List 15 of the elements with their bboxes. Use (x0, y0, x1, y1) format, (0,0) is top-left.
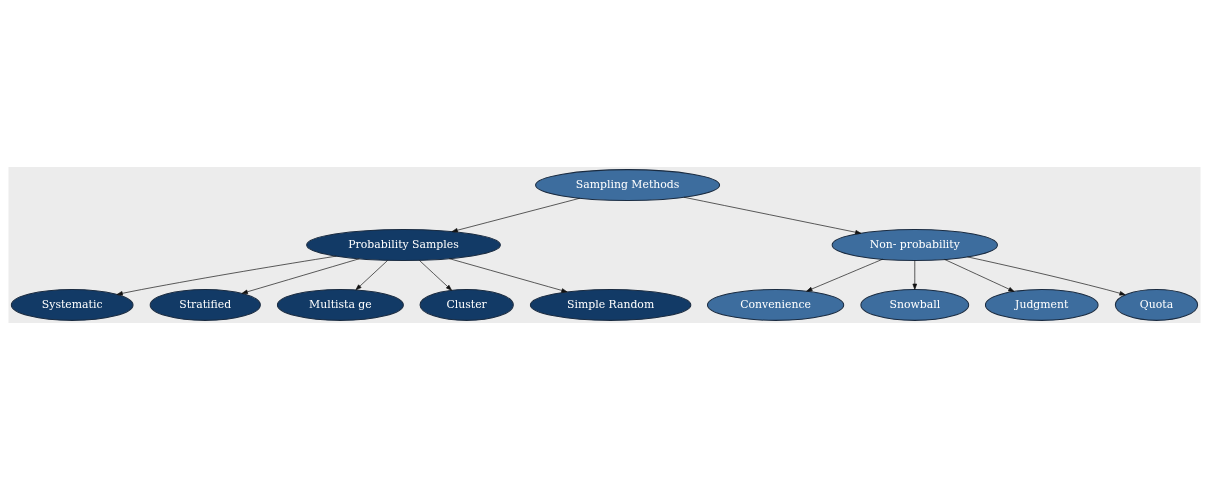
arrow (944, 258, 1015, 292)
node-ellipse: Sampling Methods (535, 168, 721, 201)
arrow (355, 259, 388, 290)
arrow (451, 197, 581, 232)
node-ellipse: Snowball (860, 288, 970, 321)
arrow (241, 257, 360, 294)
arrow (967, 256, 1126, 295)
node-ellipse: Cluster (419, 288, 514, 321)
arrow (683, 196, 862, 234)
arrow (448, 257, 568, 293)
node-ellipse: Multista ge (276, 288, 404, 321)
arrow (419, 259, 452, 291)
arrow (912, 259, 918, 290)
arrow (806, 258, 883, 292)
arrow (116, 255, 337, 296)
